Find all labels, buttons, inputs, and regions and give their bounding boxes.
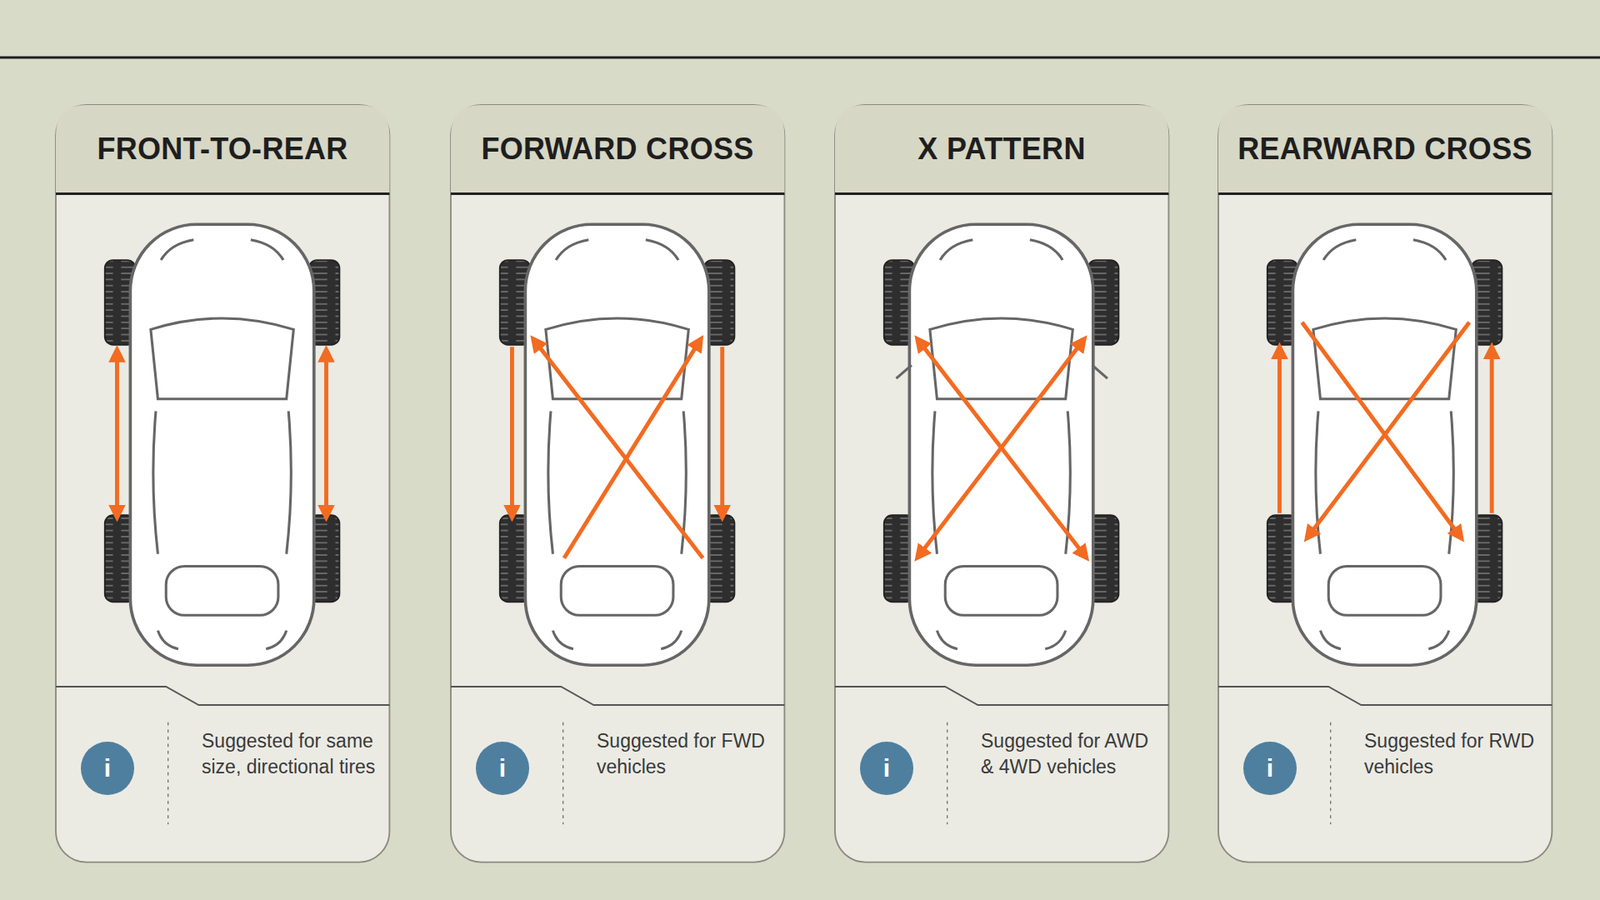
rotation-card: REARWARD CROSS Suggested for RWD vehicles… [1218, 105, 1552, 863]
card-header: X PATTERN [835, 105, 1169, 194]
pattern-title: X PATTERN [917, 131, 1085, 167]
info-letter: i [883, 754, 890, 783]
info-letter: i [1266, 754, 1274, 783]
info-icon: i [80, 741, 135, 795]
suggestion-text: Suggested for AWD & 4WD vehicles [980, 728, 1158, 780]
card-header: FRONT-TO-REAR [55, 105, 390, 194]
rotation-card: X PATTERN Suggested for AWD & 4WD vehicle… [835, 105, 1169, 863]
info-letter: i [104, 754, 111, 783]
info-icon: i [1243, 741, 1297, 795]
rotation-card: FORWARD CROSS Suggested for FWD vehicles i [450, 105, 785, 863]
pattern-title: FRONT-TO-REAR [96, 131, 348, 167]
pattern-title: FORWARD CROSS [480, 131, 754, 167]
info-icon: i [475, 741, 530, 795]
pattern-title: REARWARD CROSS [1237, 131, 1533, 167]
card-header: FORWARD CROSS [450, 105, 785, 194]
suggestion-text: Suggested for FWD vehicles [596, 728, 774, 780]
info-icon: i [860, 741, 914, 795]
info-letter: i [499, 754, 506, 783]
suggestion-text: Suggested for same size, directional tir… [201, 728, 379, 780]
rotation-card: FRONT-TO-REAR Suggested for same size, di… [55, 105, 390, 863]
suggestion-text: Suggested for RWD vehicles [1364, 728, 1541, 780]
card-header: REARWARD CROSS [1218, 105, 1552, 194]
